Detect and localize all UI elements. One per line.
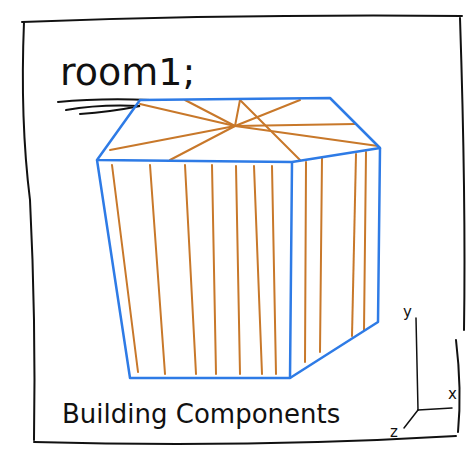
cube-front — [97, 160, 292, 378]
title-underline — [66, 106, 140, 115]
axis-label: x — [448, 386, 457, 403]
caption: Building Components — [62, 400, 340, 429]
cube-top — [97, 98, 380, 162]
y-axis — [416, 318, 418, 410]
cube-outline — [97, 98, 380, 378]
axis-label: z — [390, 424, 398, 441]
frame-right — [460, 18, 465, 330]
title-underline — [58, 99, 150, 102]
axis-label: y — [403, 304, 412, 321]
z-axis — [404, 410, 418, 428]
title: room1; — [60, 52, 195, 94]
wood-lines — [110, 100, 378, 374]
frame-top — [22, 16, 462, 22]
x-axis — [418, 408, 452, 410]
axes — [404, 318, 452, 428]
frame — [22, 16, 465, 444]
cube-side — [290, 148, 380, 378]
frame-left — [23, 22, 35, 440]
